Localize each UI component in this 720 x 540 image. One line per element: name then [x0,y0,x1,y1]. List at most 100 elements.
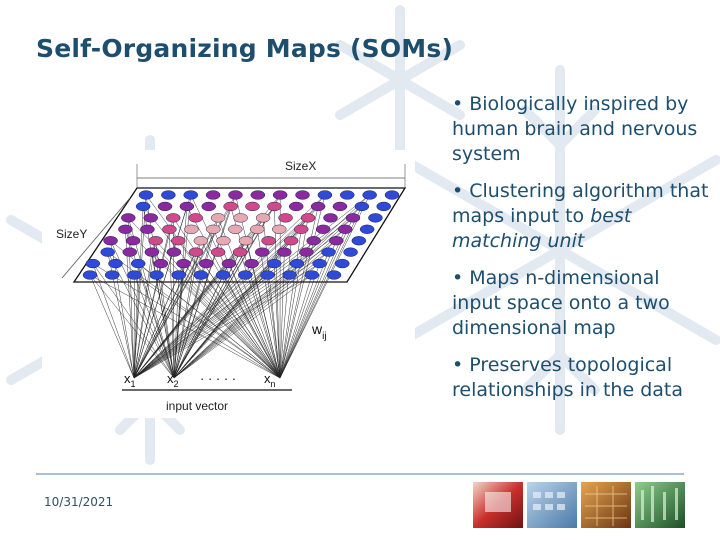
connection-line [267,274,281,379]
neuron-node [384,190,400,200]
neuron-node [278,213,293,223]
connection-line [195,252,281,379]
connection-line [133,274,179,379]
neuron-node [198,258,214,269]
neuron-node [82,270,98,280]
connection-line [173,229,214,379]
neuron-node [228,190,243,200]
connection-line [217,217,281,379]
connection-line [134,274,281,379]
circuit-board-thumbnail [581,482,631,528]
connection-line [173,251,329,379]
thumbnail-strip [473,482,685,528]
connection-line [89,274,175,379]
connection-line [133,217,309,379]
connection-line [279,240,292,379]
connection-line [133,206,144,379]
neuron-node [354,201,370,212]
connection-line [279,194,370,379]
neuron-node [165,213,181,223]
bullet-item: • Preserves topological relationships in… [452,354,683,401]
neuron-node [351,236,367,246]
connection-line [173,206,275,379]
connection-line [173,263,320,379]
neuron-node [295,190,310,200]
neuron-node [161,190,176,200]
neuron-node [125,236,141,246]
neuron-node [335,258,350,269]
neuron-node [272,190,288,200]
bullet-list: • Biologically inspired by human brain a… [452,92,714,415]
footer-divider [36,473,684,475]
neuron-node [255,213,271,223]
neuron-node [144,247,160,257]
neuron-node [122,247,138,257]
neuron-node [332,201,348,212]
neuron-node [260,270,275,280]
neuron-node [149,270,164,280]
connection-line [173,274,224,379]
neuron-node [216,236,231,246]
connection-line [134,274,175,379]
size-y-arrow [61,197,131,279]
connection-line [173,252,197,379]
connection-line [279,194,326,379]
connection-line [133,206,231,379]
slide-date: 10/31/2021 [44,495,114,509]
neuron-node [376,201,391,212]
neuron-node [130,258,146,269]
connection-line [138,263,281,379]
slide-title: Self-Organizing Maps (SOMs) [36,34,454,63]
neuron-node [288,201,304,212]
connection-line [89,274,281,379]
connection-line [133,263,275,379]
neuron-node [337,224,353,234]
som-diagram-svg: SizeX SizeY wij x1 x2 · · · · · xn input… [56,159,407,413]
neuron-node [223,201,238,212]
neuron-node [127,270,142,280]
neuron-node [343,247,358,257]
neuron-node [321,247,336,257]
neuron-node [340,190,355,200]
size-x-label: SizeX [285,159,316,173]
neuron-node [238,270,253,280]
connection-line [133,206,188,379]
neuron-node [283,236,299,246]
map-plane [72,187,407,283]
neuron-node [138,190,154,200]
size-y-label: SizeY [56,227,87,241]
connection-line [173,217,219,379]
neuron-node [205,190,221,200]
neuron-node [300,213,316,223]
neuron-node [271,224,287,234]
connection-line [173,194,370,379]
connection-line [279,206,319,379]
bullet-item: • Biologically inspired by human brain a… [452,93,698,165]
neuron-node [228,224,243,234]
neuron-node [135,201,151,212]
neuron-node [188,213,203,223]
connection-line [133,229,170,379]
neuron-node [103,236,118,246]
connection-line [133,274,224,379]
neuron-node [221,258,237,269]
connection-line [92,263,135,379]
neuron-node [345,213,361,223]
connection-line [133,274,312,379]
connection-line [133,252,197,379]
input-xn: xn [264,371,276,389]
neuron-node [261,236,276,246]
connection-line [279,240,337,379]
connection-line [279,252,329,379]
neuron-node [315,224,331,234]
neuron-node [206,224,221,234]
neuron-node [171,270,186,280]
connection-line [133,240,156,379]
neuron-node [183,190,198,200]
connection-line [279,206,363,379]
neuron-node [193,270,209,280]
neuron-node [232,247,248,257]
input-dots: · · · · · [200,371,236,386]
neuron-node [326,270,342,280]
connection-line [279,274,313,379]
